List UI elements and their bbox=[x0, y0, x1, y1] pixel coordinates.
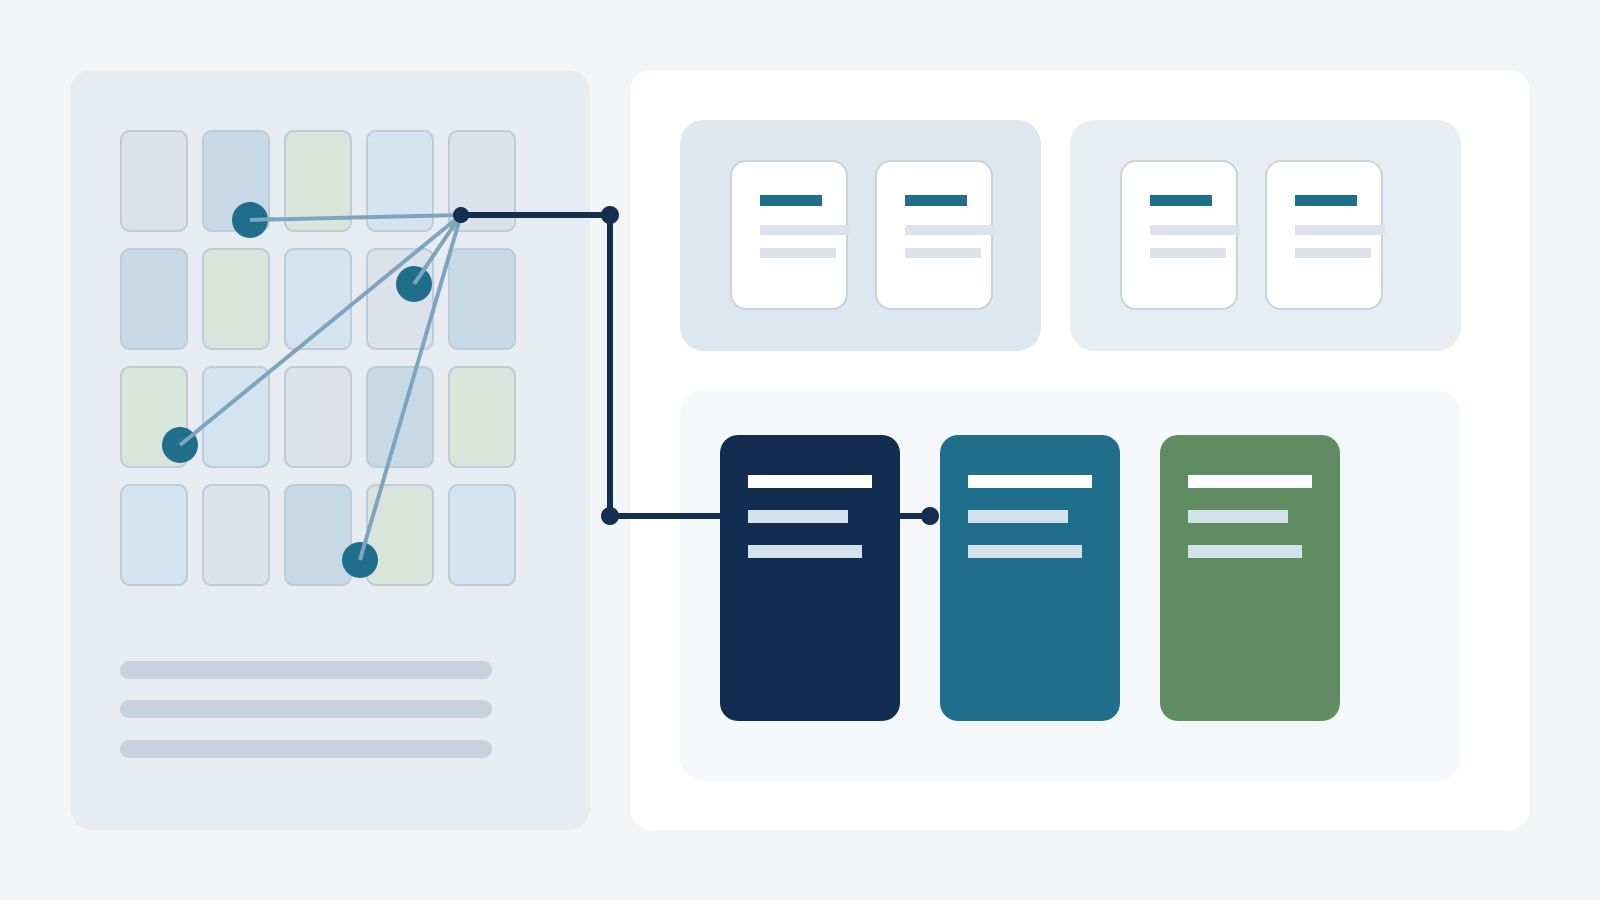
grid-tile[interactable] bbox=[120, 130, 188, 232]
large-card-navy[interactable] bbox=[720, 435, 900, 721]
grid-tile[interactable] bbox=[448, 248, 516, 350]
small-card[interactable] bbox=[1265, 160, 1385, 310]
small-card[interactable] bbox=[730, 160, 850, 310]
connector-joint-icon bbox=[921, 507, 939, 525]
large-card-green[interactable] bbox=[1160, 435, 1340, 721]
connector-joint-icon bbox=[601, 206, 619, 224]
connector-joint-icon bbox=[601, 507, 619, 525]
grid-tile[interactable] bbox=[284, 248, 352, 350]
edge-line bbox=[358, 214, 463, 561]
grid-tile[interactable] bbox=[202, 484, 270, 586]
large-card-teal[interactable] bbox=[940, 435, 1120, 721]
grid-tile[interactable] bbox=[120, 248, 188, 350]
text-line-1 bbox=[120, 661, 492, 679]
edge-line bbox=[178, 213, 463, 447]
grid-tile[interactable] bbox=[284, 484, 352, 586]
connector-joint-icon bbox=[453, 207, 469, 223]
grid-tile[interactable] bbox=[202, 248, 270, 350]
small-card[interactable] bbox=[875, 160, 995, 310]
small-card[interactable] bbox=[1120, 160, 1240, 310]
text-line-3 bbox=[120, 740, 492, 758]
edge-line bbox=[249, 213, 462, 222]
grid-tile[interactable] bbox=[448, 484, 516, 586]
grid-tile[interactable] bbox=[448, 366, 516, 468]
grid-tile[interactable] bbox=[284, 366, 352, 468]
text-line-2 bbox=[120, 700, 492, 718]
grid-tile[interactable] bbox=[120, 484, 188, 586]
grid-tile[interactable] bbox=[284, 130, 352, 232]
